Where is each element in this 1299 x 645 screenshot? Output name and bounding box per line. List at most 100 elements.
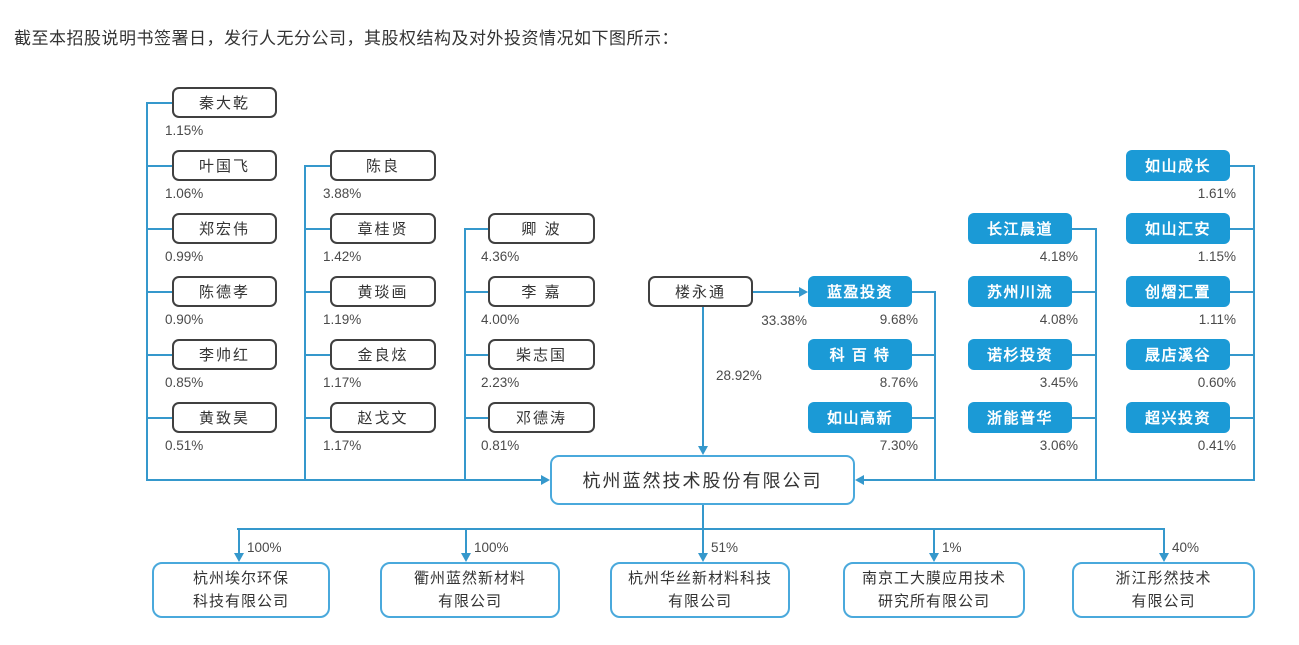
connector-line — [238, 528, 240, 553]
connector-line — [1253, 165, 1255, 481]
ownership-pct-label: 4.18% — [1039, 249, 1078, 264]
connector-line — [146, 354, 172, 356]
ownership-pct-label: 2.23% — [481, 375, 520, 390]
connector-line — [1072, 291, 1097, 293]
founder-invest-pct-label: 33.38% — [761, 313, 807, 328]
ownership-pct-label: 1.15% — [1197, 249, 1236, 264]
connector-line — [1230, 165, 1255, 167]
subsidiary-name-line: 有限公司 — [667, 593, 732, 610]
connector-line — [464, 228, 488, 230]
connector-line — [702, 505, 704, 530]
subsidiary-pct-label: 100% — [247, 540, 282, 555]
subsidiary-pct-label: 100% — [474, 540, 509, 555]
shareholder-institution-box: 浙能普华 — [968, 402, 1072, 433]
subsidiary-box: 浙江彤然技术有限公司 — [1072, 562, 1255, 618]
arrowhead-down-icon — [1159, 553, 1169, 562]
shareholder-person-box: 卿 波 — [488, 213, 595, 244]
connector-line — [702, 528, 704, 553]
connector-line — [933, 528, 935, 553]
shareholder-person-box: 赵戈文 — [330, 402, 436, 433]
shareholder-institution-box: 科 百 特 — [808, 339, 912, 370]
connector-line — [146, 291, 172, 293]
connector-line — [912, 354, 936, 356]
connector-line — [304, 354, 330, 356]
connector-line — [912, 291, 936, 293]
arrowhead-right-icon — [541, 475, 550, 485]
shareholder-institution-box: 如山高新 — [808, 402, 912, 433]
subsidiary-box: 南京工大膜应用技术研究所有限公司 — [843, 562, 1025, 618]
shareholder-institution-box: 晟店溪谷 — [1126, 339, 1230, 370]
ownership-pct-label: 3.06% — [1039, 438, 1078, 453]
ownership-pct-label: 4.00% — [481, 312, 520, 327]
ownership-pct-label: 0.41% — [1197, 438, 1236, 453]
connector-line — [237, 528, 1164, 530]
shareholder-person-box: 金良炫 — [330, 339, 436, 370]
connector-line — [465, 528, 467, 553]
ownership-pct-label: 0.81% — [481, 438, 520, 453]
connector-line — [1072, 228, 1097, 230]
ownership-pct-label: 3.45% — [1039, 375, 1078, 390]
subsidiary-name-line: 衢州蓝然新材料 — [413, 570, 526, 587]
shareholder-institution-box: 蓝盈投资 — [808, 276, 912, 307]
shareholder-person-box: 郑宏伟 — [172, 213, 277, 244]
connector-line — [304, 417, 330, 419]
shareholder-person-box: 陈良 — [330, 150, 436, 181]
connector-line — [934, 291, 936, 481]
shareholder-institution-box: 如山汇安 — [1126, 213, 1230, 244]
connector-line — [1230, 228, 1255, 230]
arrowhead-left-icon — [855, 475, 864, 485]
connector-line — [146, 165, 172, 167]
shareholder-person-box: 黄致昊 — [172, 402, 277, 433]
shareholder-person-box: 李 嘉 — [488, 276, 595, 307]
shareholder-institution-box: 创熠汇置 — [1126, 276, 1230, 307]
subsidiary-name-line: 研究所有限公司 — [877, 593, 990, 610]
connector-line — [146, 417, 172, 419]
shareholder-person-box: 叶国飞 — [172, 150, 277, 181]
ownership-pct-label: 0.60% — [1197, 375, 1236, 390]
arrowhead-down-icon — [698, 553, 708, 562]
ownership-pct-label: 0.90% — [165, 312, 204, 327]
ownership-pct-label: 8.76% — [879, 375, 918, 390]
ownership-pct-label: 9.68% — [879, 312, 918, 327]
connector-line — [304, 165, 330, 167]
arrowhead-right-icon — [799, 287, 808, 297]
subsidiary-name-line: 浙江彤然技术 — [1115, 570, 1212, 587]
arrowhead-down-icon — [461, 553, 471, 562]
subsidiary-box: 杭州埃尔环保科技有限公司 — [152, 562, 330, 618]
ownership-pct-label: 1.15% — [165, 123, 204, 138]
connector-line — [146, 228, 172, 230]
connector-line — [464, 291, 488, 293]
page-title: 截至本招股说明书签署日，发行人无分公司，其股权结构及对外投资情况如下图所示： — [14, 29, 679, 48]
shareholder-person-box: 黄琰画 — [330, 276, 436, 307]
subsidiary-pct-label: 40% — [1172, 540, 1200, 555]
ownership-pct-label: 1.06% — [165, 186, 204, 201]
shareholder-person-box: 陈德孝 — [172, 276, 277, 307]
subsidiary-pct-label: 1% — [942, 540, 962, 555]
shareholder-person-box: 邓德涛 — [488, 402, 595, 433]
shareholder-person-box: 柴志国 — [488, 339, 595, 370]
subsidiary-name-line: 科技有限公司 — [192, 593, 289, 610]
subsidiary-name-line: 有限公司 — [1131, 593, 1196, 610]
arrowhead-down-icon — [234, 553, 244, 562]
ownership-pct-label: 0.99% — [165, 249, 204, 264]
ownership-pct-label: 3.88% — [323, 186, 362, 201]
connector-line — [863, 479, 1255, 481]
subsidiary-name-line: 有限公司 — [437, 593, 502, 610]
shareholder-institution-box: 诺杉投资 — [968, 339, 1072, 370]
subsidiary-name-line: 杭州华丝新材料科技 — [627, 570, 772, 587]
founder-box: 楼永通 — [648, 276, 753, 307]
founder-direct-pct-label: 28.92% — [716, 368, 762, 383]
shareholder-person-box: 秦大乾 — [172, 87, 277, 118]
connector-line — [753, 291, 800, 293]
connector-line — [1230, 417, 1255, 419]
ownership-pct-label: 1.17% — [323, 438, 362, 453]
shareholder-institution-box: 超兴投资 — [1126, 402, 1230, 433]
connector-line — [146, 102, 172, 104]
ownership-pct-label: 1.61% — [1197, 186, 1236, 201]
arrowhead-down-icon — [929, 553, 939, 562]
subsidiary-box: 杭州华丝新材料科技有限公司 — [610, 562, 790, 618]
connector-line — [304, 165, 306, 481]
ownership-pct-label: 0.51% — [165, 438, 204, 453]
